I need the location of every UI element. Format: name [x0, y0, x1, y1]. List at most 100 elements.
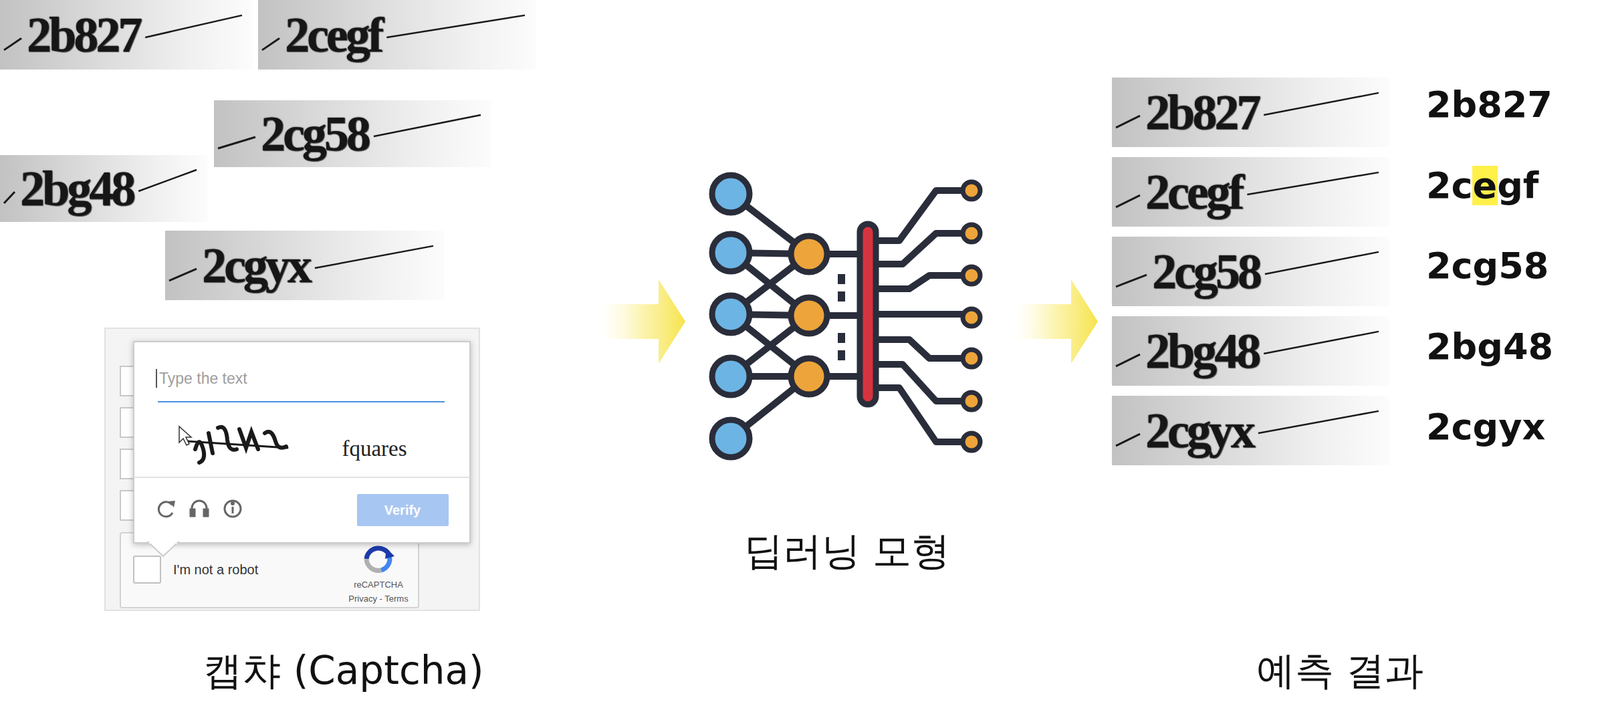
refresh-icon — [158, 502, 173, 517]
captcha-text: 2cegf — [1145, 167, 1242, 217]
recaptcha-widget — [133, 476, 471, 479]
recaptcha-widget — [357, 494, 449, 527]
input-placeholder: Type the text — [159, 369, 248, 388]
recaptcha-widget — [148, 542, 178, 557]
strike-line — [145, 15, 243, 38]
captcha-image: 2bg48 — [0, 155, 208, 222]
neural-network-icon — [790, 358, 828, 395]
recaptcha-widget — [155, 369, 158, 388]
info-icon — [232, 502, 235, 505]
recaptcha-logo — [366, 558, 382, 571]
refresh-icon — [158, 500, 176, 517]
prediction-text: 2b827 — [1426, 84, 1553, 126]
strike-line — [1115, 354, 1140, 367]
audio-icon — [203, 509, 208, 517]
info-icon — [232, 506, 235, 514]
section-title: 예측 결과 — [1256, 648, 1424, 694]
strike-line — [169, 268, 197, 281]
prediction-text: 2cegf — [1426, 165, 1539, 207]
refresh-icon — [168, 500, 176, 508]
strike-line — [386, 15, 525, 38]
strike-line — [314, 246, 434, 269]
captcha-text: 2bg48 — [20, 163, 134, 214]
neural-network-icon — [872, 364, 963, 402]
strike-line — [1265, 252, 1379, 275]
strike-line — [138, 169, 197, 192]
recaptcha-widget — [120, 532, 419, 608]
neural-network-icon — [962, 181, 981, 451]
neural-network-icon — [962, 308, 981, 327]
captcha-image: 2b827 — [0, 0, 253, 70]
distorted-captcha — [195, 441, 204, 463]
neural-network-icon — [872, 310, 963, 318]
neural-network-icon — [712, 175, 981, 458]
prediction-text: 2cg58 — [1426, 245, 1549, 287]
recaptcha-logo — [366, 548, 395, 571]
captcha-text: 2cegf — [284, 10, 382, 60]
strike-line — [1115, 115, 1140, 128]
recaptcha-widget — [149, 540, 178, 544]
audio-icon — [190, 509, 195, 517]
strike-line — [1115, 195, 1140, 208]
neural-network-icon — [962, 433, 981, 451]
neural-network-icon — [837, 350, 846, 361]
button-text: Verify — [384, 502, 421, 519]
neural-network-icon — [962, 224, 981, 243]
distorted-captcha — [264, 431, 287, 448]
captcha-text: 2bg48 — [1145, 326, 1259, 376]
strike-line — [1263, 92, 1379, 116]
neural-network-icon — [837, 274, 846, 285]
recaptcha-widget — [133, 556, 161, 584]
neural-network-icon — [712, 357, 750, 396]
strike-line — [1263, 331, 1379, 354]
strike-line — [4, 191, 15, 204]
flow-arrow — [601, 279, 686, 364]
captcha-image: 2cg58 — [213, 100, 492, 168]
captcha-image: 2cegf — [1111, 157, 1390, 227]
neural-network-icon — [962, 392, 981, 410]
section-title: 캡챠 (Captcha) — [203, 648, 484, 694]
recaptcha-widget — [133, 341, 471, 543]
strike-line — [1246, 172, 1379, 195]
neural-network-icon — [790, 236, 828, 395]
strike-line — [1115, 274, 1147, 287]
checkbox-label: I'm not a robot — [173, 562, 259, 578]
neural-network-icon — [712, 175, 750, 458]
section-title: 딥러닝 모형 — [744, 528, 951, 574]
neural-network-icon — [712, 234, 750, 272]
neural-network-icon — [837, 274, 846, 361]
captcha-text: 2cgyx — [1145, 405, 1253, 456]
captcha-image: 2cgyx — [165, 230, 444, 301]
neural-network-icon — [962, 349, 981, 368]
captcha-image: 2bg48 — [1111, 316, 1390, 386]
neural-network-icon — [837, 291, 846, 302]
recaptcha-widget — [104, 328, 480, 611]
captcha-image: 2b827 — [1111, 77, 1390, 148]
captcha-text: 2cg58 — [1152, 246, 1260, 297]
captcha-text: 2cgyx — [201, 240, 310, 291]
neural-network-icon — [730, 190, 963, 442]
strike-line — [262, 38, 280, 51]
recaptcha-widget — [104, 328, 480, 611]
neural-network-icon — [712, 295, 750, 333]
info-icon — [224, 500, 241, 517]
strike-line — [1115, 433, 1140, 446]
flow-arrow — [1014, 279, 1098, 364]
strike-line — [373, 115, 481, 137]
distorted-captcha — [217, 427, 237, 450]
prediction-text: 2bg48 — [1426, 326, 1554, 368]
recaptcha-logo — [385, 548, 395, 559]
neural-network-icon — [712, 175, 750, 213]
strike-line — [4, 38, 22, 51]
strike-line — [1258, 411, 1379, 434]
strike-line — [217, 137, 256, 149]
captcha-image: 2cgyx — [1111, 395, 1390, 466]
info-icon — [224, 500, 241, 517]
footer-link: Privacy - Terms — [348, 594, 408, 605]
recaptcha-widget — [157, 401, 445, 403]
neural-network-icon — [859, 223, 876, 405]
neural-network-icon — [872, 387, 963, 442]
neural-network-icon — [872, 339, 963, 359]
neural-network-icon — [872, 275, 963, 289]
mouse-cursor — [179, 426, 192, 446]
